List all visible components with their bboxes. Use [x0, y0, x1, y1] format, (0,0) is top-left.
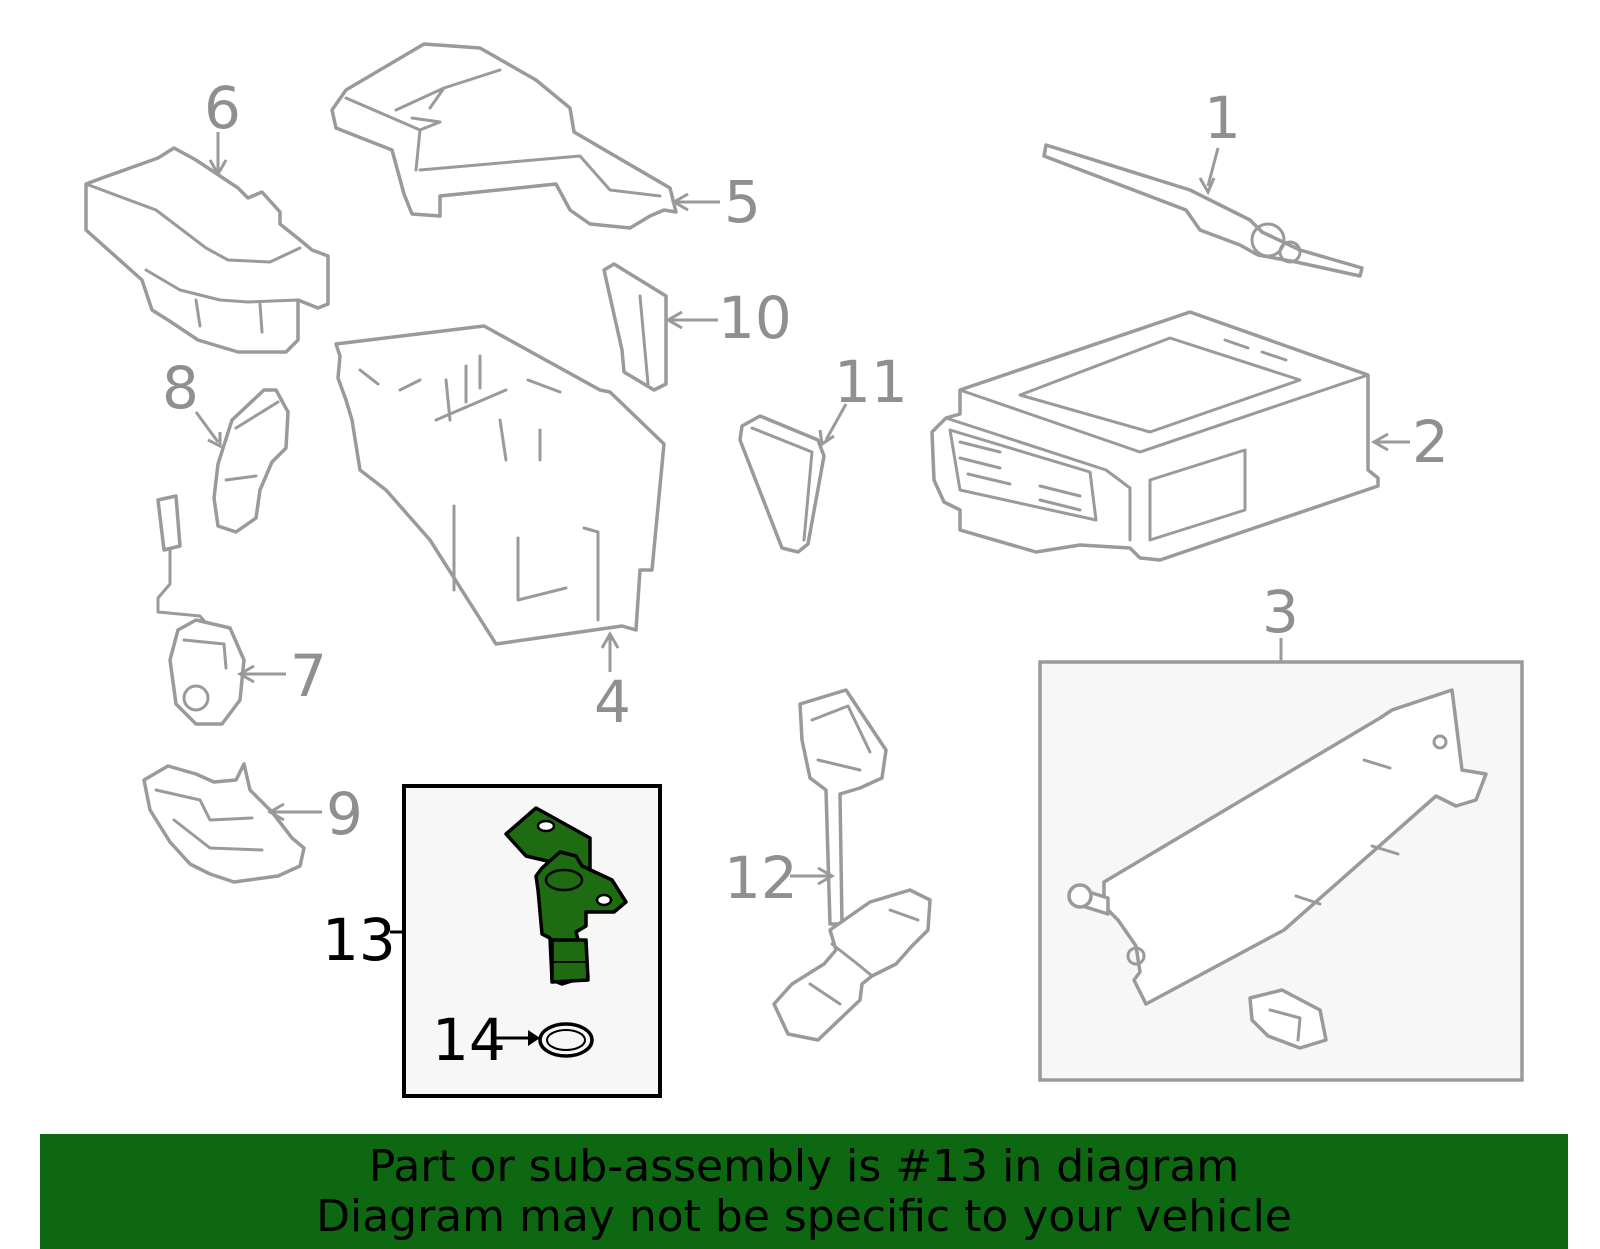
- part-3-bracket-assembly: 3: [1038, 578, 1524, 1082]
- part-11-pad: 11: [738, 348, 908, 554]
- banner-line-2: Diagram may not be specific to your vehi…: [316, 1190, 1292, 1242]
- part-1-glow-plug: 1: [1042, 84, 1364, 278]
- info-banner: Part or sub-assembly is #13 in diagram D…: [40, 1134, 1568, 1249]
- callout-7: 7: [290, 642, 327, 710]
- callout-13: 13: [322, 906, 396, 974]
- callout-11: 11: [834, 348, 908, 416]
- banner-line-1: Part or sub-assembly is #13 in diagram: [368, 1140, 1240, 1192]
- callout-9: 9: [326, 780, 363, 848]
- callout-2: 2: [1412, 408, 1449, 476]
- callout-14: 14: [432, 1006, 506, 1074]
- part-10-strip: 10: [602, 262, 792, 392]
- callout-5: 5: [724, 168, 761, 236]
- part-14-o-ring: 14: [432, 1006, 594, 1074]
- callout-4: 4: [594, 668, 631, 736]
- callout-12: 12: [724, 844, 798, 912]
- part-8-trim: 8: [162, 354, 290, 534]
- part-5-upper-cover: 5: [330, 42, 761, 236]
- callout-8: 8: [162, 354, 199, 422]
- callout-6: 6: [204, 74, 241, 142]
- part-13-sensor: [504, 806, 628, 986]
- callout-1: 1: [1204, 84, 1241, 152]
- part-9-mount-bracket: 9: [142, 762, 363, 884]
- part-6-bracket: 6: [84, 74, 330, 354]
- part-13-box-group: 13 14: [322, 784, 662, 1098]
- callout-10: 10: [718, 284, 792, 352]
- part-2-control-module: 2: [930, 310, 1449, 562]
- part-7-sensor: 7: [156, 494, 327, 726]
- part-4-housing: 4: [334, 324, 666, 736]
- callout-3: 3: [1262, 578, 1299, 646]
- part-12-sensor-harness: 12: [724, 688, 932, 1042]
